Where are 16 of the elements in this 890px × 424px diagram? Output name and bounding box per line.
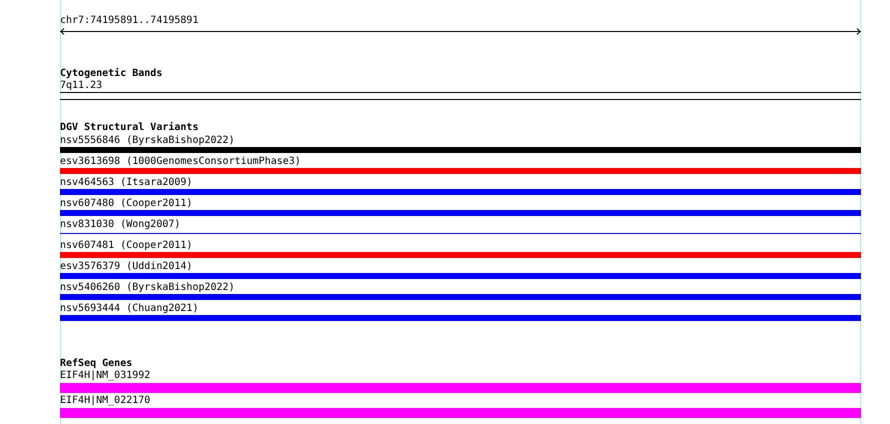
feature-label: EIF4H|NM_031992 (60, 370, 150, 381)
track-title: RefSeq Genes (60, 358, 132, 369)
feature-label: 7q11.23 (60, 80, 102, 91)
feature-label: nsv5406260 (ByrskaBishop2022) (60, 282, 235, 293)
feature-label: esv3613698 (1000GenomesConsortiumPhase3) (60, 156, 301, 167)
feature-label: nsv5556846 (ByrskaBishop2022) (60, 135, 235, 146)
feature-label: esv3576379 (Uddin2014) (60, 261, 192, 272)
location-label: chr7:74195891..74195891 (60, 15, 198, 26)
track-title: DGV Structural Variants (60, 122, 198, 133)
feature-label: nsv607481 (Cooper2011) (60, 240, 192, 251)
feature-label: nsv607480 (Cooper2011) (60, 198, 192, 209)
feature-label: nsv5693444 (Chuang2021) (60, 303, 198, 314)
feature-label: nsv831030 (Wong2007) (60, 219, 180, 230)
feature-label: EIF4H|NM_022170 (60, 395, 150, 406)
track-title: Cytogenetic Bands (60, 68, 162, 79)
feature-label: nsv464563 (Itsara2009) (60, 177, 192, 188)
